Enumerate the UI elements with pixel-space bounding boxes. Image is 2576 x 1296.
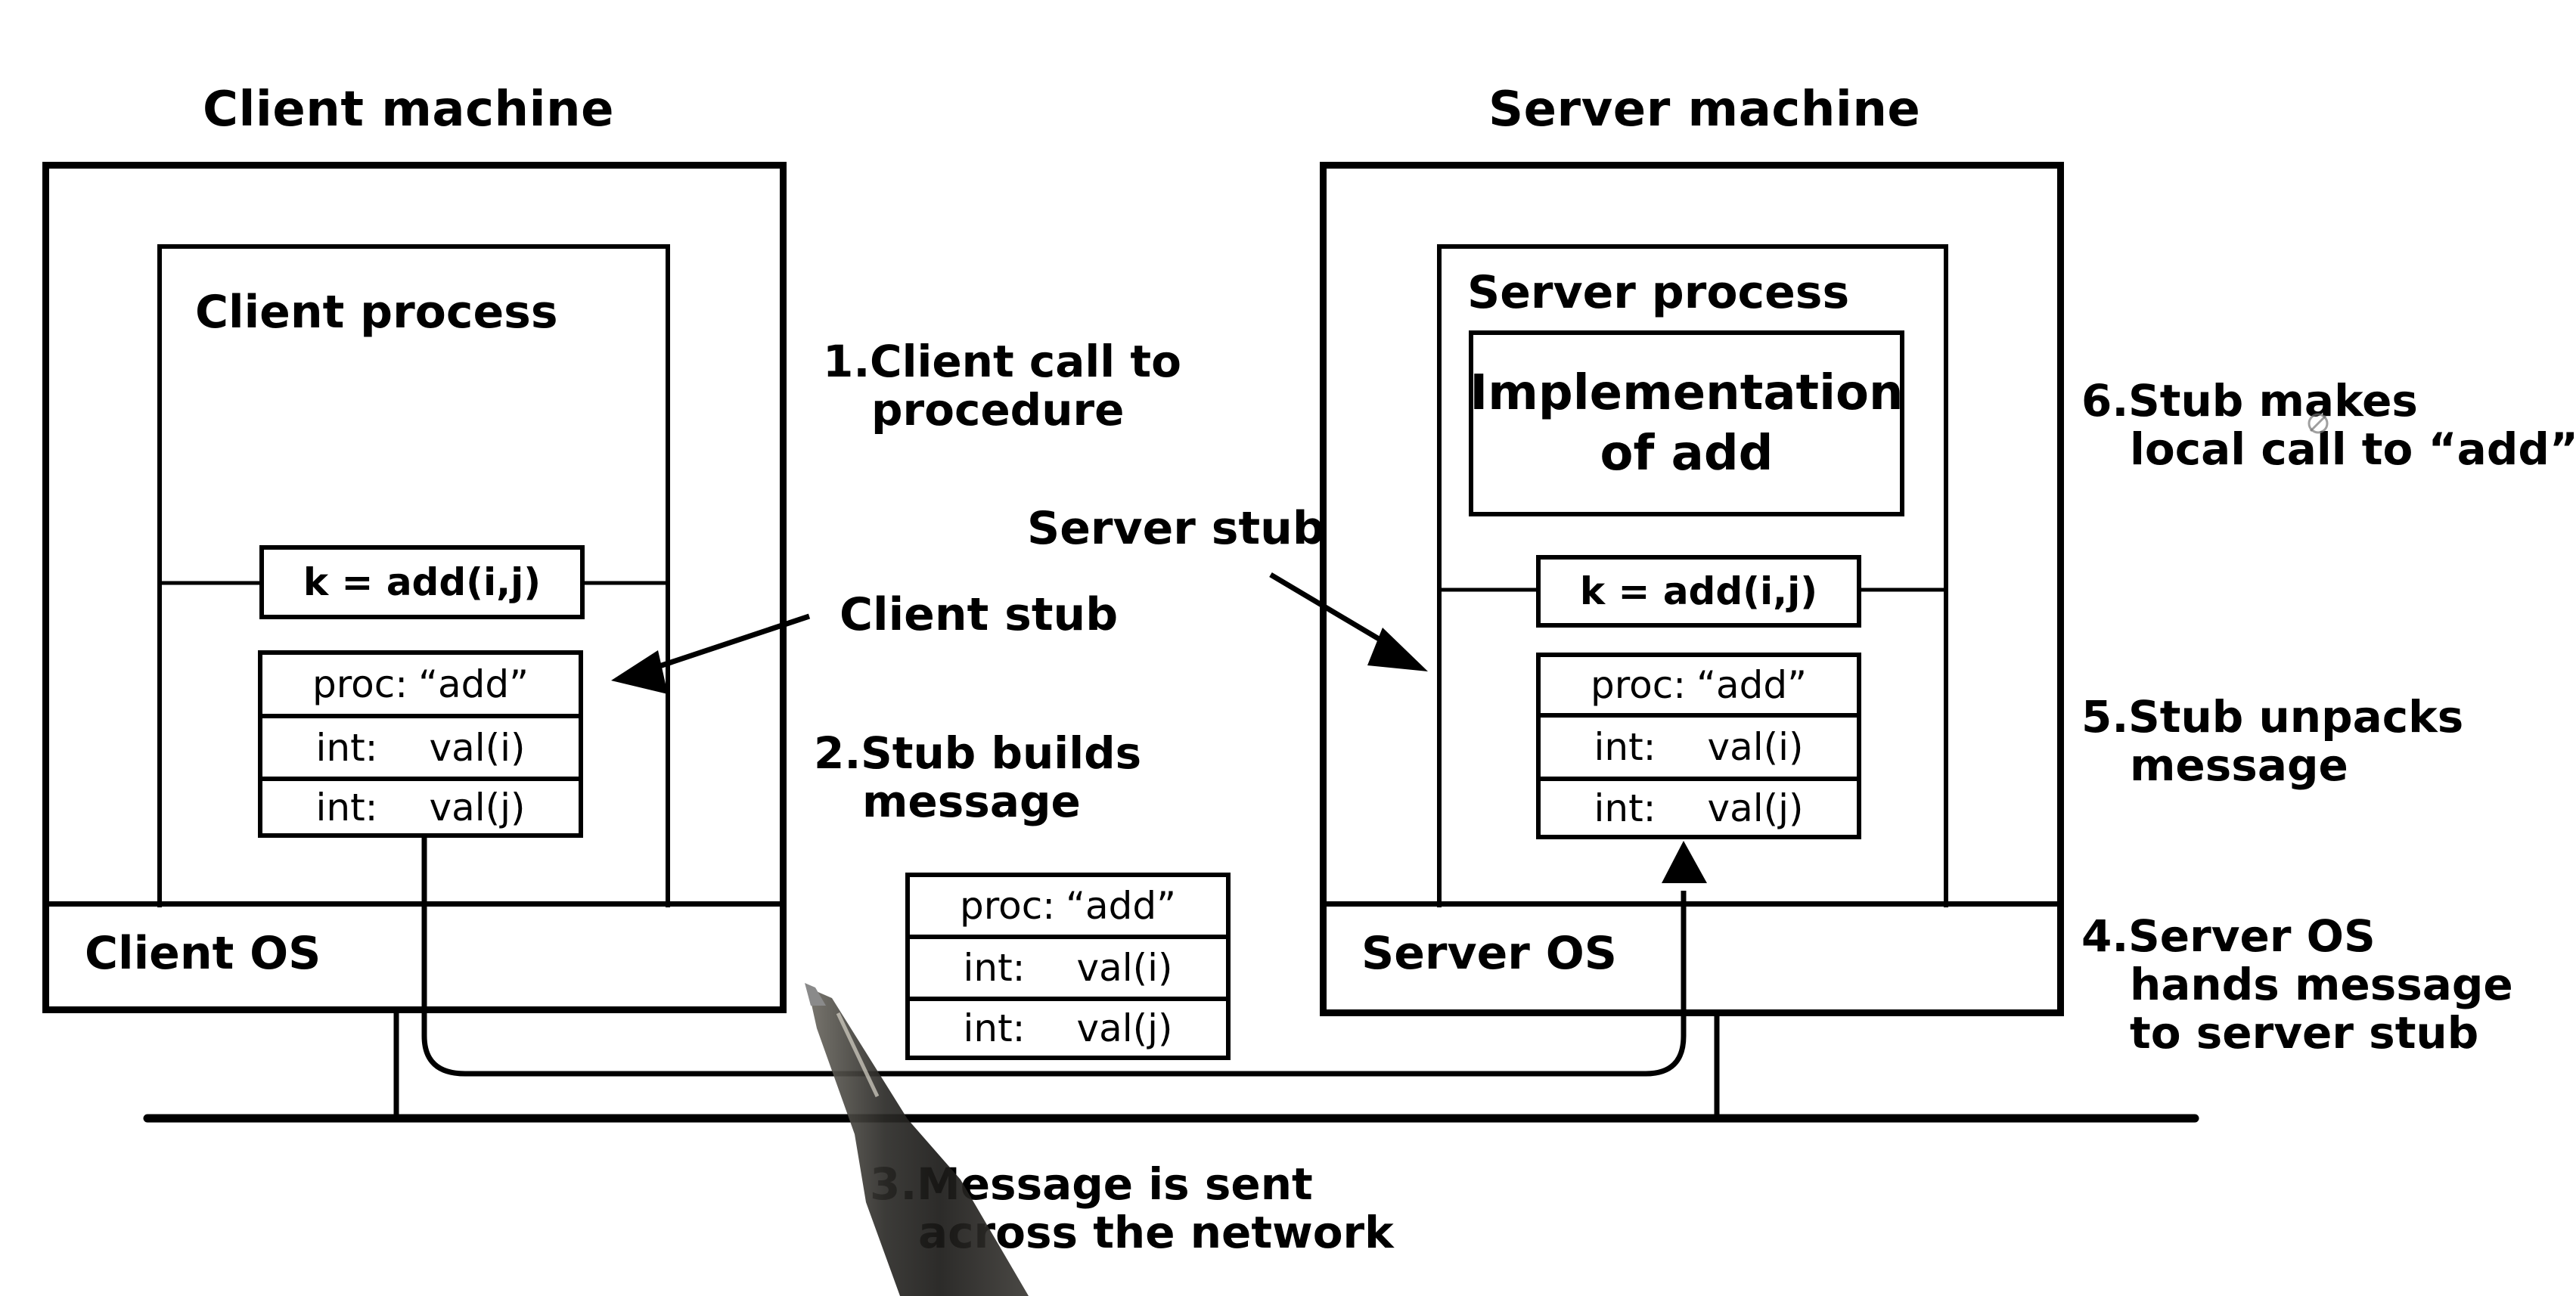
row-value: val(i) — [1707, 725, 1804, 769]
step-line: to server stub — [2130, 1007, 2479, 1059]
row-key: int: — [1594, 725, 1656, 769]
step-line: local call to “add” — [2130, 423, 2576, 475]
row-value: val(j) — [1076, 1006, 1173, 1050]
server-process-label: Server process — [1467, 266, 1850, 319]
server-stub-row: int: val(j) — [1541, 777, 1857, 835]
message-row: int: val(i) — [910, 935, 1226, 997]
client-os-label: Client OS — [85, 927, 321, 980]
step-1: 1.Client call to procedure — [823, 337, 1181, 434]
row-key: proc: — [1590, 663, 1687, 707]
server-call-box: k = add(i,j) — [1536, 555, 1861, 628]
step-line: Client call to — [870, 336, 1181, 387]
row-value: “add” — [1066, 884, 1177, 928]
cursor-icon — [2308, 413, 2329, 434]
step-5: 5.Stub unpacks message — [2081, 693, 2463, 789]
row-value: “add” — [1696, 663, 1808, 707]
step-number: 1. — [823, 336, 871, 387]
step-number: 4. — [2081, 910, 2129, 962]
step-number: 3. — [870, 1158, 917, 1210]
client-stub-row: int: val(j) — [262, 777, 579, 833]
client-machine-title: Client machine — [203, 82, 614, 138]
client-stub-box: proc: “add” int: val(i) int: val(j) — [258, 650, 583, 838]
step-number: 6. — [2081, 375, 2129, 426]
row-key: int: — [315, 725, 378, 770]
row-key: int: — [315, 785, 378, 829]
row-value: val(i) — [1076, 946, 1173, 990]
network-message-box: proc: “add” int: val(i) int: val(j) — [905, 873, 1231, 1060]
step-line: hands message — [2130, 959, 2513, 1010]
message-row: int: val(j) — [910, 997, 1226, 1056]
implementation-line-2: of add — [1600, 426, 1774, 482]
step-line: message — [862, 776, 1081, 827]
row-key: int: — [1594, 786, 1656, 830]
step-line: procedure — [871, 384, 1125, 436]
server-os-divider — [1324, 901, 2059, 907]
client-stub-row: proc: “add” — [262, 655, 579, 714]
server-stub-row: proc: “add” — [1541, 657, 1857, 713]
step-4: 4.Server OS hands message to server stub — [2081, 912, 2513, 1057]
step-line: Stub builds — [861, 727, 1142, 779]
client-process-label: Client process — [195, 286, 558, 339]
row-value: “add” — [418, 662, 529, 706]
implementation-line-1: Implementation — [1470, 365, 1904, 421]
row-value: val(j) — [1707, 786, 1804, 830]
row-value: val(j) — [429, 785, 526, 829]
step-line: Stub makes — [2128, 375, 2418, 426]
step-line: Server OS — [2128, 910, 2376, 962]
step-line: Message is sent — [917, 1158, 1313, 1210]
client-process-box — [157, 244, 670, 907]
server-stub-row: int: val(i) — [1541, 713, 1857, 777]
row-value: val(i) — [429, 725, 526, 770]
client-stub-row: int: val(i) — [262, 714, 579, 777]
row-key: int: — [963, 946, 1026, 990]
server-os-label: Server OS — [1361, 927, 1617, 980]
step-6: 6.Stub makes local call to “add” — [2081, 377, 2576, 473]
client-os-divider — [47, 901, 782, 907]
client-call-box: k = add(i,j) — [259, 545, 585, 619]
step-number: 5. — [2081, 691, 2129, 743]
step-2: 2.Stub builds message — [814, 729, 1141, 826]
step-line: across the network — [918, 1207, 1394, 1258]
implementation-box: Implementation of add — [1469, 330, 1904, 516]
server-machine-box — [1320, 162, 2064, 1016]
message-row: proc: “add” — [910, 877, 1226, 935]
step-line: message — [2130, 739, 2348, 791]
server-process-box — [1437, 244, 1948, 907]
row-key: int: — [963, 1006, 1026, 1050]
server-stub-box: proc: “add” int: val(i) int: val(j) — [1536, 653, 1861, 839]
pen-tip — [805, 983, 826, 1006]
pen-highlight — [836, 1012, 880, 1098]
client-stub-label: Client stub — [840, 588, 1119, 641]
server-stub-label: Server stub — [1027, 502, 1325, 555]
step-number: 2. — [814, 727, 861, 779]
row-key: proc: — [959, 884, 1056, 928]
server-machine-title: Server machine — [1488, 82, 1921, 138]
step-line: Stub unpacks — [2128, 691, 2464, 743]
client-machine-box — [42, 162, 787, 1013]
step-3: 3.Message is sent across the network — [870, 1160, 1394, 1257]
row-key: proc: — [312, 662, 408, 706]
